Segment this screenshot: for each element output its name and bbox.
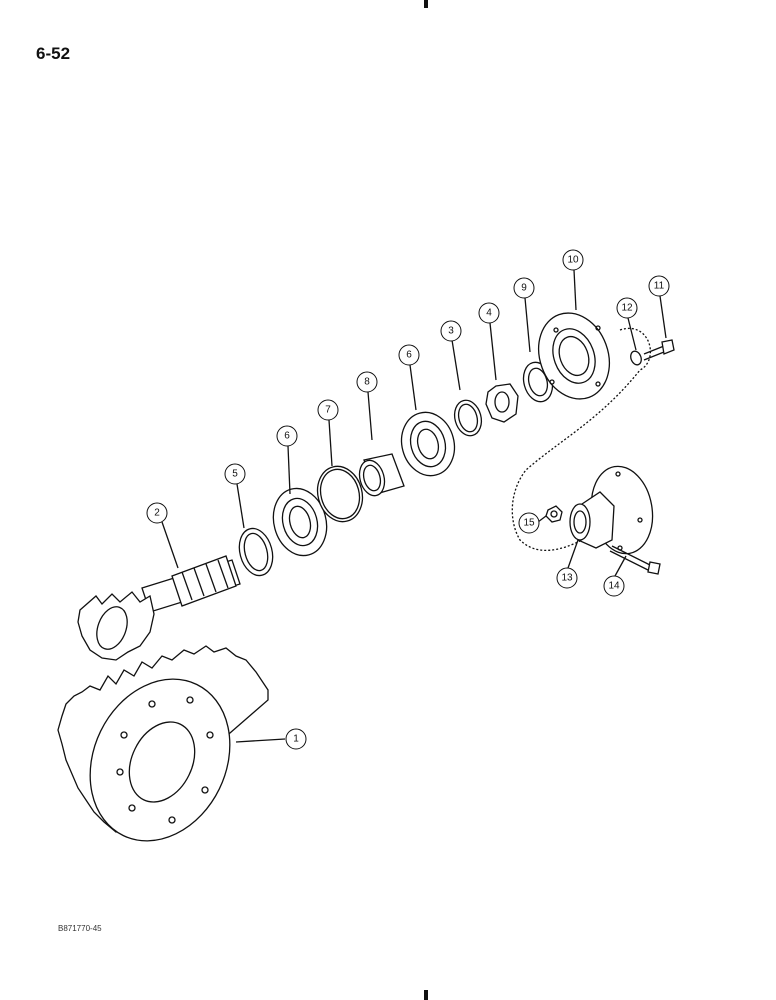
- ring-gear: [57, 645, 269, 842]
- slotted-nut: [485, 383, 519, 423]
- callout-8: 8: [356, 371, 378, 393]
- figure-code: B871770-45: [58, 924, 102, 933]
- svg-text:1: 1: [293, 734, 299, 745]
- svg-text:2: 2: [154, 508, 160, 519]
- pinion-shaft: [77, 555, 241, 661]
- svg-text:8: 8: [364, 377, 370, 388]
- callout-15: 15: [518, 512, 540, 534]
- assembly-guide-line: [511, 327, 651, 551]
- svg-text:9: 9: [521, 283, 527, 294]
- callout-9: 9: [513, 277, 535, 299]
- leader-lines: [161, 269, 667, 743]
- spacer-sleeve: [358, 453, 405, 497]
- callout-10: 10: [562, 249, 584, 271]
- callout-7: 7: [317, 399, 339, 421]
- yoke-flange: [569, 465, 654, 555]
- lock-washer: [630, 350, 642, 366]
- bearing-carrier: [538, 312, 610, 400]
- svg-text:6: 6: [406, 350, 412, 361]
- svg-text:7: 7: [325, 405, 331, 416]
- yoke-bolt: [609, 545, 661, 575]
- callout-11: 11: [648, 275, 670, 297]
- bearing-upper: [400, 411, 456, 477]
- callout-12: 12: [616, 297, 638, 319]
- svg-text:15: 15: [523, 518, 535, 529]
- yoke-nut: [545, 505, 563, 523]
- callout-6-upper: 6: [398, 344, 420, 366]
- callout-4: 4: [478, 302, 500, 324]
- callout-13: 13: [556, 567, 578, 589]
- callout-5: 5: [224, 463, 246, 485]
- carrier-bolt: [643, 339, 675, 361]
- shim: [316, 465, 364, 523]
- crop-mark-bottom: [424, 990, 428, 1000]
- callout-3: 3: [440, 320, 462, 342]
- svg-text:11: 11: [654, 281, 665, 292]
- callout-2: 2: [146, 502, 168, 524]
- callout-6-lower: 6: [276, 425, 298, 447]
- svg-text:3: 3: [448, 326, 454, 337]
- svg-text:12: 12: [621, 303, 633, 314]
- snap-ring: [453, 399, 483, 437]
- bearing-lower: [272, 487, 328, 557]
- crop-mark-top: [424, 0, 428, 8]
- callout-14: 14: [603, 575, 625, 597]
- svg-text:5: 5: [232, 469, 238, 480]
- svg-text:10: 10: [567, 255, 579, 266]
- page-number: 6-52: [36, 44, 71, 63]
- svg-text:13: 13: [561, 573, 573, 584]
- svg-text:14: 14: [608, 581, 620, 592]
- callout-1: 1: [285, 728, 307, 750]
- svg-text:4: 4: [486, 308, 492, 319]
- seal-ring: [238, 527, 274, 577]
- svg-text:6: 6: [284, 431, 290, 442]
